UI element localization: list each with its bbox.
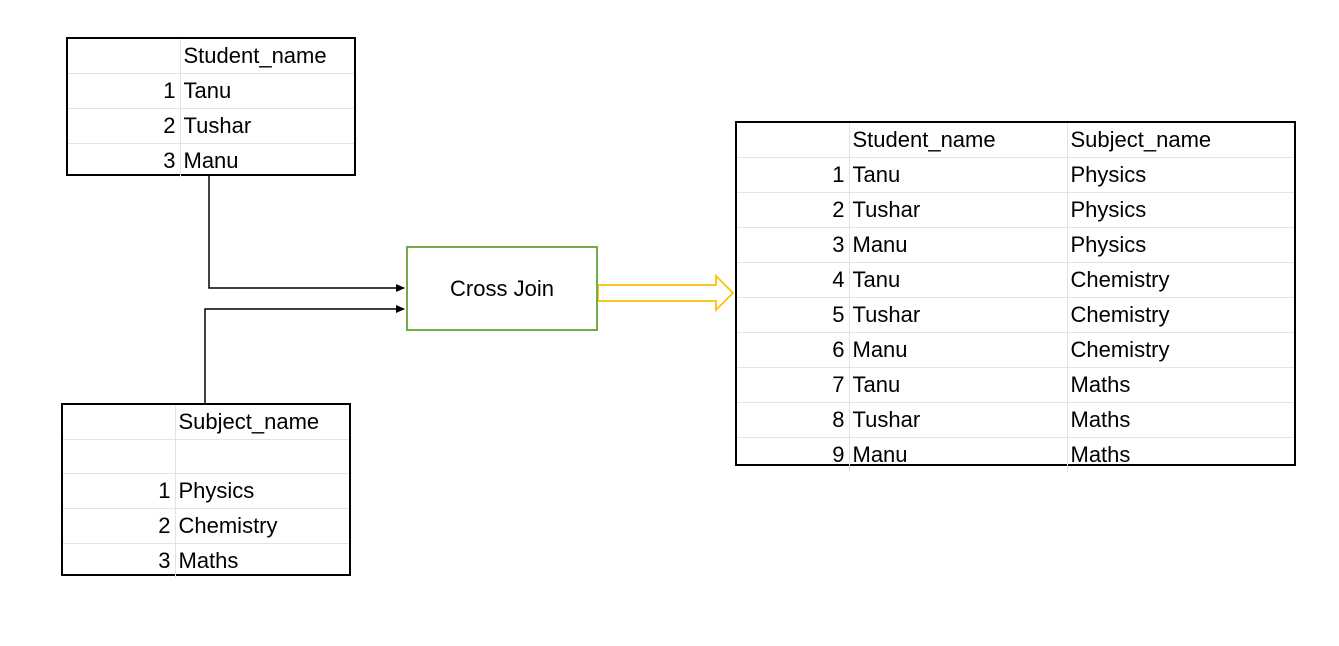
student-name-cell: Tushar <box>180 108 354 144</box>
subject-name-cell: Chemistry <box>1067 332 1294 368</box>
row-index <box>63 439 176 474</box>
table-row: 1 Tanu Physics <box>737 157 1294 193</box>
output-block-arrow <box>597 273 735 313</box>
table-row: 3 Manu Physics <box>737 227 1294 263</box>
row-index: 1 <box>63 473 176 509</box>
row-index: 9 <box>737 437 850 472</box>
students-to-join-arrow <box>208 176 405 292</box>
subject-name-cell: Maths <box>1067 437 1294 472</box>
subject-name-cell: Chemistry <box>1067 262 1294 298</box>
table-header-row: Subject_name <box>63 405 349 440</box>
header-index-cell <box>63 405 176 440</box>
student-name-cell: Tanu <box>849 262 1068 298</box>
table-row: 4 Tanu Chemistry <box>737 262 1294 298</box>
subjects-table: Subject_name 1 Physics 2 Chemistry 3 Mat… <box>61 403 351 578</box>
row-index: 8 <box>737 402 850 438</box>
subject-name-cell: Physics <box>175 473 349 509</box>
row-index: 2 <box>63 508 176 544</box>
header-index-cell <box>68 39 181 74</box>
subject-name-cell: Physics <box>1067 192 1294 228</box>
row-index: 5 <box>737 297 850 333</box>
table-row: 8 Tushar Maths <box>737 402 1294 438</box>
row-index: 2 <box>737 192 850 228</box>
row-index: 3 <box>68 143 181 178</box>
row-index: 6 <box>737 332 850 368</box>
header-student-name: Student_name <box>183 43 327 68</box>
table-row: 7 Tanu Maths <box>737 367 1294 403</box>
row-index: 3 <box>737 227 850 263</box>
result-table: Student_name Subject_name 1 Tanu Physics… <box>735 121 1296 472</box>
table-row <box>63 439 349 474</box>
header-student-name: Student_name <box>849 123 1068 158</box>
table-row: 3 Manu <box>68 143 354 178</box>
header-subject-name: Subject_name <box>178 409 320 434</box>
student-name-cell: Manu <box>849 437 1068 472</box>
student-name-cell: Tanu <box>849 157 1068 193</box>
table-row: 3 Maths <box>63 543 349 578</box>
row-index: 1 <box>737 157 850 193</box>
row-index: 2 <box>68 108 181 144</box>
subject-name-cell: Physics <box>1067 157 1294 193</box>
subjects-to-join-arrow <box>204 305 405 403</box>
subject-name-cell: Physics <box>1067 227 1294 263</box>
header-index-cell <box>737 123 850 158</box>
table-row: 5 Tushar Chemistry <box>737 297 1294 333</box>
header-subject-name: Subject_name <box>1070 127 1212 152</box>
table-header-row: Student_name <box>68 39 354 74</box>
row-index: 4 <box>737 262 850 298</box>
table-row: 6 Manu Chemistry <box>737 332 1294 368</box>
row-index: 7 <box>737 367 850 403</box>
cross-join-label: Cross Join <box>450 275 554 301</box>
students-table: Student_name 1 Tanu 2 Tushar 3 Manu <box>66 37 356 178</box>
table-row: 2 Tushar Physics <box>737 192 1294 228</box>
subject-name-cell: Chemistry <box>1067 297 1294 333</box>
student-name-cell: Tushar <box>849 192 1068 228</box>
row-index: 1 <box>68 73 181 109</box>
subject-name-cell: Maths <box>1067 367 1294 403</box>
student-name-cell: Tushar <box>849 297 1068 333</box>
table-row: 2 Tushar <box>68 108 354 144</box>
student-name-cell: Tanu <box>180 73 354 109</box>
cross-join-box: Cross Join <box>406 246 598 331</box>
table-row: 2 Chemistry <box>63 508 349 544</box>
row-index: 3 <box>63 543 176 578</box>
subject-name-cell: Chemistry <box>175 508 349 544</box>
table-row: 1 Tanu <box>68 73 354 109</box>
table-header-row: Student_name Subject_name <box>737 123 1294 158</box>
subject-name-cell <box>175 439 349 474</box>
student-name-cell: Tanu <box>849 367 1068 403</box>
table-row: 9 Manu Maths <box>737 437 1294 472</box>
student-name-cell: Tushar <box>849 402 1068 438</box>
subject-name-cell: Maths <box>175 543 349 578</box>
table-row: 1 Physics <box>63 473 349 509</box>
subject-name-cell: Maths <box>1067 402 1294 438</box>
student-name-cell: Manu <box>849 227 1068 263</box>
student-name-cell: Manu <box>849 332 1068 368</box>
student-name-cell: Manu <box>180 143 354 178</box>
